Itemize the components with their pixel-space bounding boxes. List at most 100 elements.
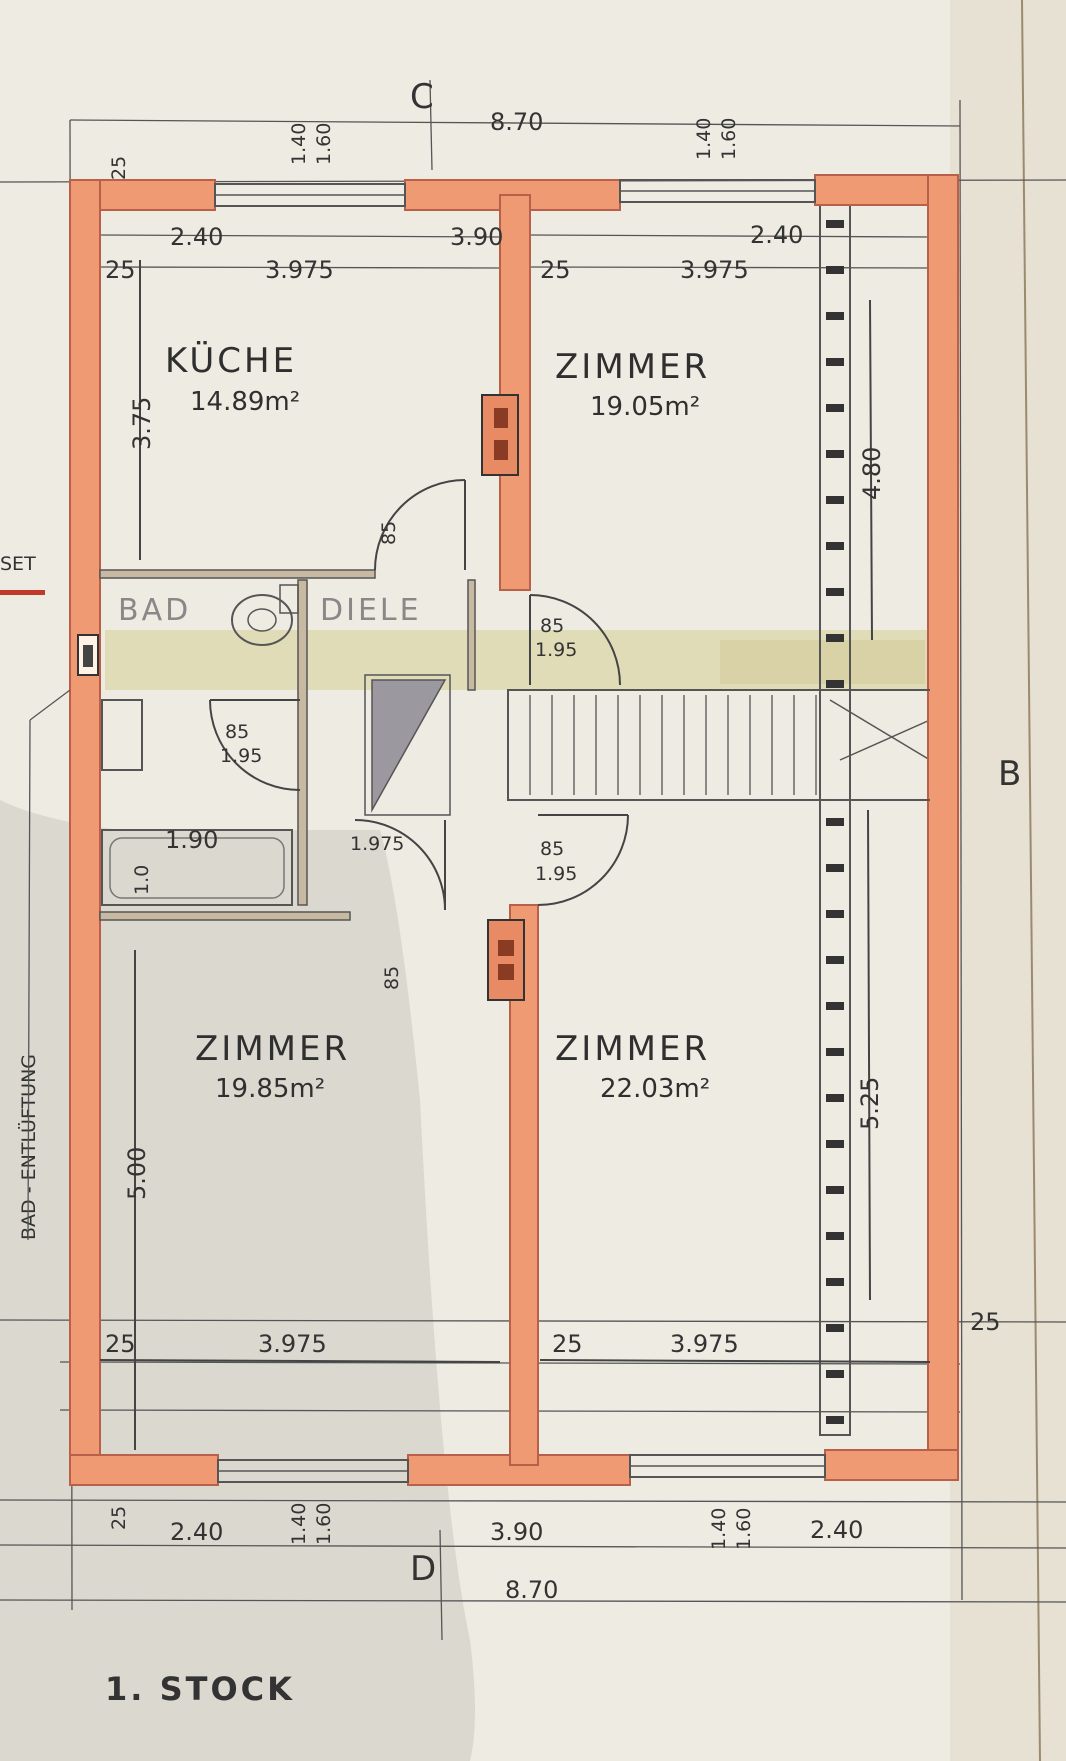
dim-top-right-window: 2.40: [750, 221, 803, 249]
chimney-north: [481, 394, 519, 476]
stair-tread: [826, 1370, 844, 1378]
dim-wall-sw: 25: [105, 1330, 136, 1358]
photo-shadow: [0, 800, 475, 1761]
dim-wall-se: 25: [552, 1330, 583, 1358]
stair-tread: [826, 358, 844, 366]
stair-tread: [826, 818, 844, 826]
dim-overall-bottom: 8.70: [505, 1576, 558, 1604]
wall-kitchen-bath: [99, 569, 376, 579]
plan-title: 1. STOCK: [105, 1670, 295, 1708]
stair-tread: [826, 634, 844, 642]
dim-window-sill-bl: 1.40: [288, 1503, 310, 1545]
room-area-se: 22.03m²: [600, 1074, 710, 1104]
section-label-bottom: D: [410, 1549, 436, 1589]
room-name-kitchen: KÜCHE: [165, 340, 297, 381]
dim-bathtub: 1.90: [165, 826, 218, 854]
dim-stair-lower: 5.25: [856, 1077, 884, 1130]
stair-tread: [826, 1232, 844, 1240]
wall-bath-room: [99, 911, 351, 921]
stair-tread: [826, 1186, 844, 1194]
dim-bath-door-width: 85: [225, 721, 249, 743]
dim-se-door-height: 1.95: [535, 863, 577, 885]
stair-tread: [826, 266, 844, 274]
paper-fold: [1021, 0, 1041, 1761]
dim-window-height-right: 1.60: [718, 118, 740, 160]
stair-tread: [826, 680, 844, 688]
dim-top-left-window: 2.40: [170, 223, 223, 251]
dim-window-height-bl: 1.60: [313, 1503, 335, 1545]
wall-south-right: [824, 1449, 959, 1481]
dim-window-sill-left: 1.40: [288, 123, 310, 165]
walls: [69, 174, 959, 1486]
corridor-highlight-right: [720, 640, 925, 684]
stair-tread: [826, 1416, 844, 1424]
room-name-sw: ZIMMER: [195, 1029, 350, 1069]
dim-kitchen-door-width: 85: [378, 521, 400, 545]
room-name-se: ZIMMER: [555, 1029, 710, 1069]
section-label-top: C: [410, 77, 434, 117]
stair-tread: [826, 588, 844, 596]
room-area-sw: 19.85m²: [215, 1074, 325, 1104]
dim-bath-door-height: 1.95: [220, 745, 262, 767]
wall-south-left: [69, 1454, 219, 1486]
stair-tread: [826, 450, 844, 458]
dim-hall-door-height: 1.95: [535, 639, 577, 661]
dim-room-sw-width: 3.975: [258, 1330, 327, 1358]
dim-se-door-width: 85: [540, 838, 564, 860]
stair-tread: [826, 220, 844, 228]
dim-overall-top: 8.70: [490, 108, 543, 136]
dim-top-mid: 3.90: [450, 223, 503, 251]
stair-tread: [826, 1094, 844, 1102]
dim-bottom-left-window: 2.40: [170, 1518, 223, 1546]
stair-tread: [826, 1048, 844, 1056]
room-area-kitchen: 14.89m²: [190, 387, 300, 417]
wall-hall-stair: [467, 579, 476, 691]
stair-tread: [826, 312, 844, 320]
dim-window-height-br: 1.60: [733, 1508, 755, 1550]
dim-window-height-left: 1.60: [313, 123, 335, 165]
doors: [209, 479, 629, 911]
stair-tread: [826, 910, 844, 918]
dim-bath-detail: 1.0: [131, 865, 153, 895]
dim-wall-nw: 25: [105, 256, 136, 284]
edge-mark: [0, 590, 45, 595]
dim-hall-door-width: 85: [540, 615, 564, 637]
stair-tread: [826, 864, 844, 872]
stair-tread: [826, 1002, 844, 1010]
room-name-bath: BAD: [118, 593, 191, 628]
side-note-leader: [27, 719, 31, 1241]
dim-kitchen-width: 3.975: [265, 256, 334, 284]
edge-note: SET: [0, 553, 36, 575]
dim-hall-width: 1.975: [350, 833, 404, 855]
washbasin: [101, 699, 143, 771]
bathtub: [101, 829, 293, 906]
hall-fixture: [364, 674, 451, 816]
interior-dims: [99, 260, 931, 1450]
dim-wall-bottom: 25: [108, 1506, 130, 1530]
toilet: [231, 594, 293, 646]
dim-room-sw-depth: 5.00: [123, 1147, 151, 1200]
wall-bath-hall: [297, 579, 308, 906]
wall-partition-north: [499, 194, 531, 591]
dim-room-ne-width: 3.975: [680, 256, 749, 284]
section-label-right: B: [998, 754, 1021, 794]
dim-room-se-width: 3.975: [670, 1330, 739, 1358]
stair-tread: [826, 542, 844, 550]
bath-fixtures: [101, 584, 299, 906]
dim-wall-e: 25: [970, 1308, 1001, 1336]
dim-bottom-mid: 3.90: [490, 1518, 543, 1546]
dim-stair-upper: 4.80: [858, 447, 886, 500]
dim-bottom-right-window: 2.40: [810, 1516, 863, 1544]
room-name-ne: ZIMMER: [555, 347, 710, 387]
dim-window-sill-right: 1.40: [693, 118, 715, 160]
dim-kitchen-depth: 3.75: [128, 397, 156, 450]
stair-tread: [826, 496, 844, 504]
wall-west: [69, 179, 101, 1486]
stair-tread: [826, 1140, 844, 1148]
stair-tread: [826, 404, 844, 412]
staircase: [507, 194, 931, 1436]
chimney-south: [487, 919, 525, 1001]
wall-east: [927, 174, 959, 1476]
room-name-hall: DIELE: [320, 593, 422, 628]
